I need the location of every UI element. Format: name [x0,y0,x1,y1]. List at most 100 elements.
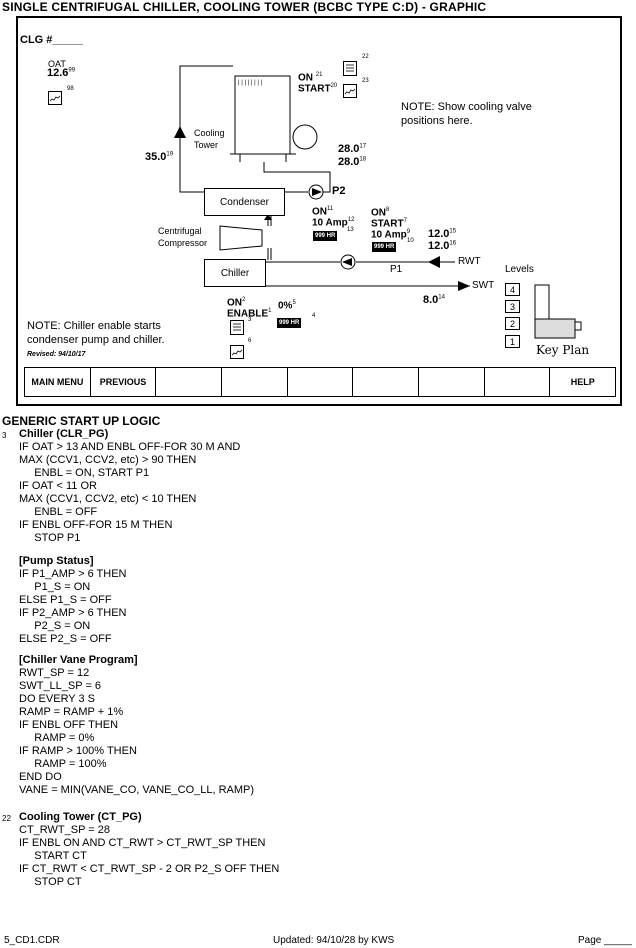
p1-amp[interactable]: 10 Amp [371,229,407,241]
temp-35-value[interactable]: 35.0 [145,151,167,163]
key-plan-label: Key Plan [536,343,590,357]
tower-status[interactable]: ON [298,72,313,84]
level-1-button[interactable]: 1 [505,335,520,348]
revised-date: Revised: 94/10/17 [27,351,86,358]
p1-start[interactable]: START [371,218,404,230]
svg-text:| | | | | | | |: | | | | | | | | [238,80,263,86]
chiller-box: Chiller [204,259,266,287]
menu-button-6[interactable] [353,368,420,396]
note-top-2: positions here. [401,115,473,127]
swt-value[interactable]: 8.0 [423,294,439,306]
section-1-logic: IF OAT > 13 AND ENBL OFF-FOR 30 M AND MA… [19,441,241,544]
rwt-value-2[interactable]: 12.0 [428,240,450,252]
previous-button[interactable]: PREVIOUS [91,368,157,396]
p1-amp-ref: 9 [406,229,411,235]
tower-label-2: Tower [194,140,219,150]
footer-page: Page _____ [578,935,632,946]
condenser-box: Condenser [204,188,285,216]
help-button[interactable]: HELP [570,377,595,387]
logic-title: GENERIC START UP LOGIC [2,414,161,428]
chiller-trend-ref: 6 [248,338,252,344]
chiller-label: Chiller [220,267,250,279]
p2-hr-ref: 13 [347,227,354,233]
tower-doc-ref: 22 [362,54,369,60]
rwt-ref-2: 16 [449,240,457,247]
temp-28b-value[interactable]: 28.0 [338,156,360,168]
section-4-logic: CT_RWT_SP = 28 IF ENBL ON AND CT_RWT > C… [19,824,280,888]
section-2-title: [Pump Status] [19,555,94,567]
menu-button-8[interactable] [485,368,551,396]
vane-percent-ref: 5 [292,300,296,306]
section-1-title: Chiller (CLR_PG) [19,428,109,440]
tower-document-icon[interactable] [343,61,357,76]
oat-label: OAT [48,59,66,69]
temp-35-ref: 19 [166,151,174,158]
level-2-button[interactable]: 2 [505,317,520,330]
menu-button-5[interactable] [288,368,354,396]
level-3-button[interactable]: 3 [505,300,520,313]
p1-status-ref: 8 [386,207,390,213]
menu-button-7[interactable] [419,368,485,396]
temp-28a-value[interactable]: 28.0 [338,143,360,155]
rwt-value-1[interactable]: 12.0 [428,228,450,240]
section-2-logic: IF P1_AMP > 6 THEN P1_S = ON ELSE P1_S =… [19,568,127,645]
p2-amp-ref: 12 [347,217,355,223]
p1-hr-ref: 10 [407,238,414,244]
p1-hours[interactable]: 999 HR [372,242,397,252]
tower-status-ref: 21 [315,72,323,78]
tower-label-1: Cooling [194,128,225,138]
temp-28a-ref: 17 [359,143,367,150]
oat-trend-icon[interactable] [48,91,62,105]
tower-start[interactable]: START [298,83,331,95]
section-3-logic: RWT_SP = 12 SWT_LL_SP = 6 DO EVERY 3 S R… [19,667,255,796]
condenser-label: Condenser [220,196,269,208]
footer-updated: Updated: 94/10/28 by KWS [273,935,395,946]
chiller-enable[interactable]: ENABLE [227,308,269,320]
p2-label: P2 [332,185,346,197]
p1-start-ref: 7 [403,218,407,224]
note-bottom-1: NOTE: Chiller enable starts [27,320,161,332]
chiller-trend-icon[interactable] [230,345,244,359]
oat-trend-ref: 98 [67,86,74,92]
compressor-label-2: Compressor [158,238,208,248]
footer-filename: 5_CD1.CDR [4,935,60,946]
compressor-label-1: Centrifugal [158,226,202,236]
note-bottom-2: condenser pump and chiller. [27,334,165,346]
tower-start-ref: 20 [330,83,338,89]
chiller-hr-ref: 4 [312,313,316,319]
chiller-doc-ref: 3 [248,317,252,323]
chiller-enable-ref: 1 [268,308,272,314]
clg-label: CLG #_____ [20,34,83,46]
p1-status[interactable]: ON [371,207,386,219]
tower-trend-icon[interactable] [343,84,357,98]
levels-label: Levels [505,264,534,275]
temp-28b-ref: 18 [359,156,367,163]
oat-ref: 99 [68,67,76,74]
p2-status[interactable]: ON [312,206,327,218]
swt-ref: 14 [438,294,445,301]
rwt-label: RWT [458,256,481,267]
p2-status-ref: 11 [327,206,334,212]
chiller-document-icon[interactable] [230,320,244,335]
rwt-ref-1: 15 [449,228,457,235]
section-3-title: [Chiller Vane Program] [19,654,138,666]
main-menu-button[interactable]: MAIN MENU [25,368,91,396]
chiller-status-ref: 2 [242,297,246,303]
tower-trend-ref: 23 [362,78,369,84]
p1-label: P1 [390,264,403,275]
oat-value[interactable]: 12.6 [47,67,69,79]
level-4-button[interactable]: 4 [505,283,520,296]
menu-button-3[interactable] [156,368,223,396]
p2-hours[interactable]: 999 HR [313,231,338,241]
graphic-panel [16,16,622,406]
swt-label: SWT [472,280,495,291]
section-4-number: 22 [2,814,11,823]
menu-button-4[interactable] [222,368,288,396]
menu-bar: MAIN MENU PREVIOUS HELP [24,367,616,397]
section-1-number: 3 [2,431,7,440]
chiller-status[interactable]: ON [227,297,242,309]
chiller-hours[interactable]: 999 HR [277,318,302,328]
vane-percent[interactable]: 0% [278,300,293,312]
page-title: SINGLE CENTRIFUGAL CHILLER, COOLING TOWE… [2,0,487,14]
p2-amp[interactable]: 10 Amp [312,217,348,229]
